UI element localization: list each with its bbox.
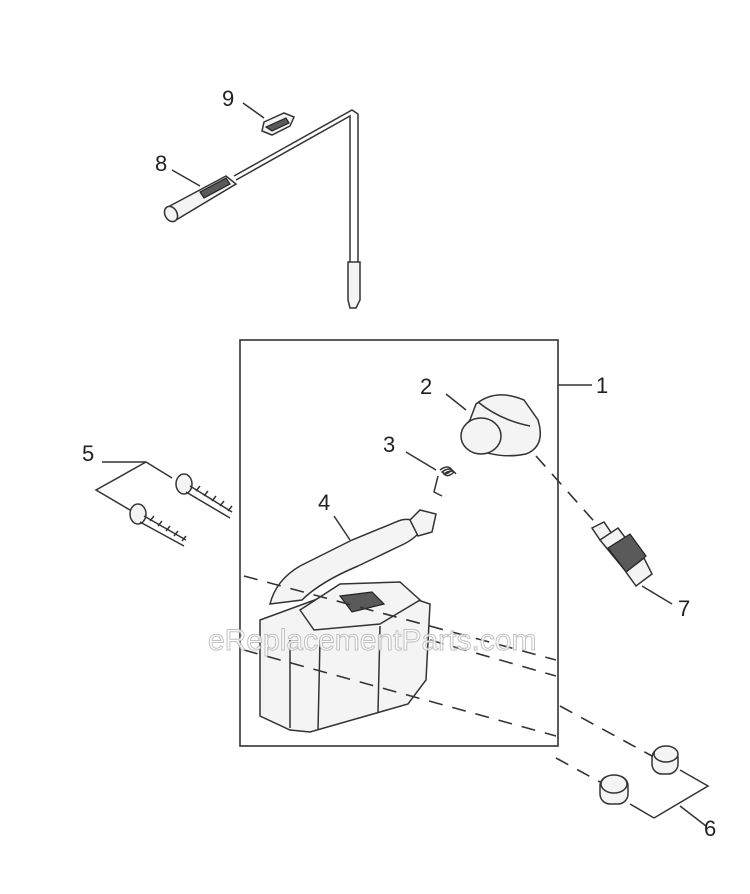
washer-upper: [651, 745, 679, 775]
callout-9: 9: [222, 86, 234, 111]
dash-boot-to-plug: [535, 455, 601, 529]
dash-to-washer-upper: [559, 705, 653, 757]
part-8-stop-wire: [163, 109, 361, 309]
callout-3: 3: [383, 432, 395, 457]
dash-to-washer-lower: [555, 757, 601, 783]
callout-2: 2: [420, 374, 432, 399]
callout-5: 5: [82, 441, 94, 466]
callout-1: 1: [596, 373, 608, 398]
callout-4-leader: [333, 515, 351, 541]
callout-6: 6: [704, 816, 716, 841]
dash-coil-upper: [243, 575, 557, 661]
callout-7-leader: [641, 585, 673, 605]
part-9-clip: [261, 112, 296, 136]
callout-4: 4: [318, 490, 330, 515]
callout-8: 8: [155, 151, 167, 176]
watermark: eReplacementParts.com: [208, 624, 536, 657]
part-2-plug-boot: [460, 394, 541, 457]
callout-7: 7: [678, 596, 690, 621]
part-4-ignition-coil: [259, 509, 437, 733]
callout-2-leader: [445, 393, 467, 411]
washer-lower: [599, 774, 629, 805]
callout-8-leader: [171, 169, 201, 187]
part-6-washers: [599, 745, 710, 827]
ignition-assembly-frame: [239, 339, 559, 747]
callout-3-leader: [405, 451, 437, 471]
callout-9-leader: [242, 102, 265, 119]
dash-coil-lower: [243, 649, 557, 737]
bolt-upper: [175, 473, 233, 519]
part-3-spring: [433, 466, 457, 497]
dash-coil-middle: [429, 639, 557, 677]
part-5-bolts: [94, 461, 233, 547]
bolt-lower: [129, 503, 187, 547]
part-7-spark-plug: [590, 521, 653, 588]
